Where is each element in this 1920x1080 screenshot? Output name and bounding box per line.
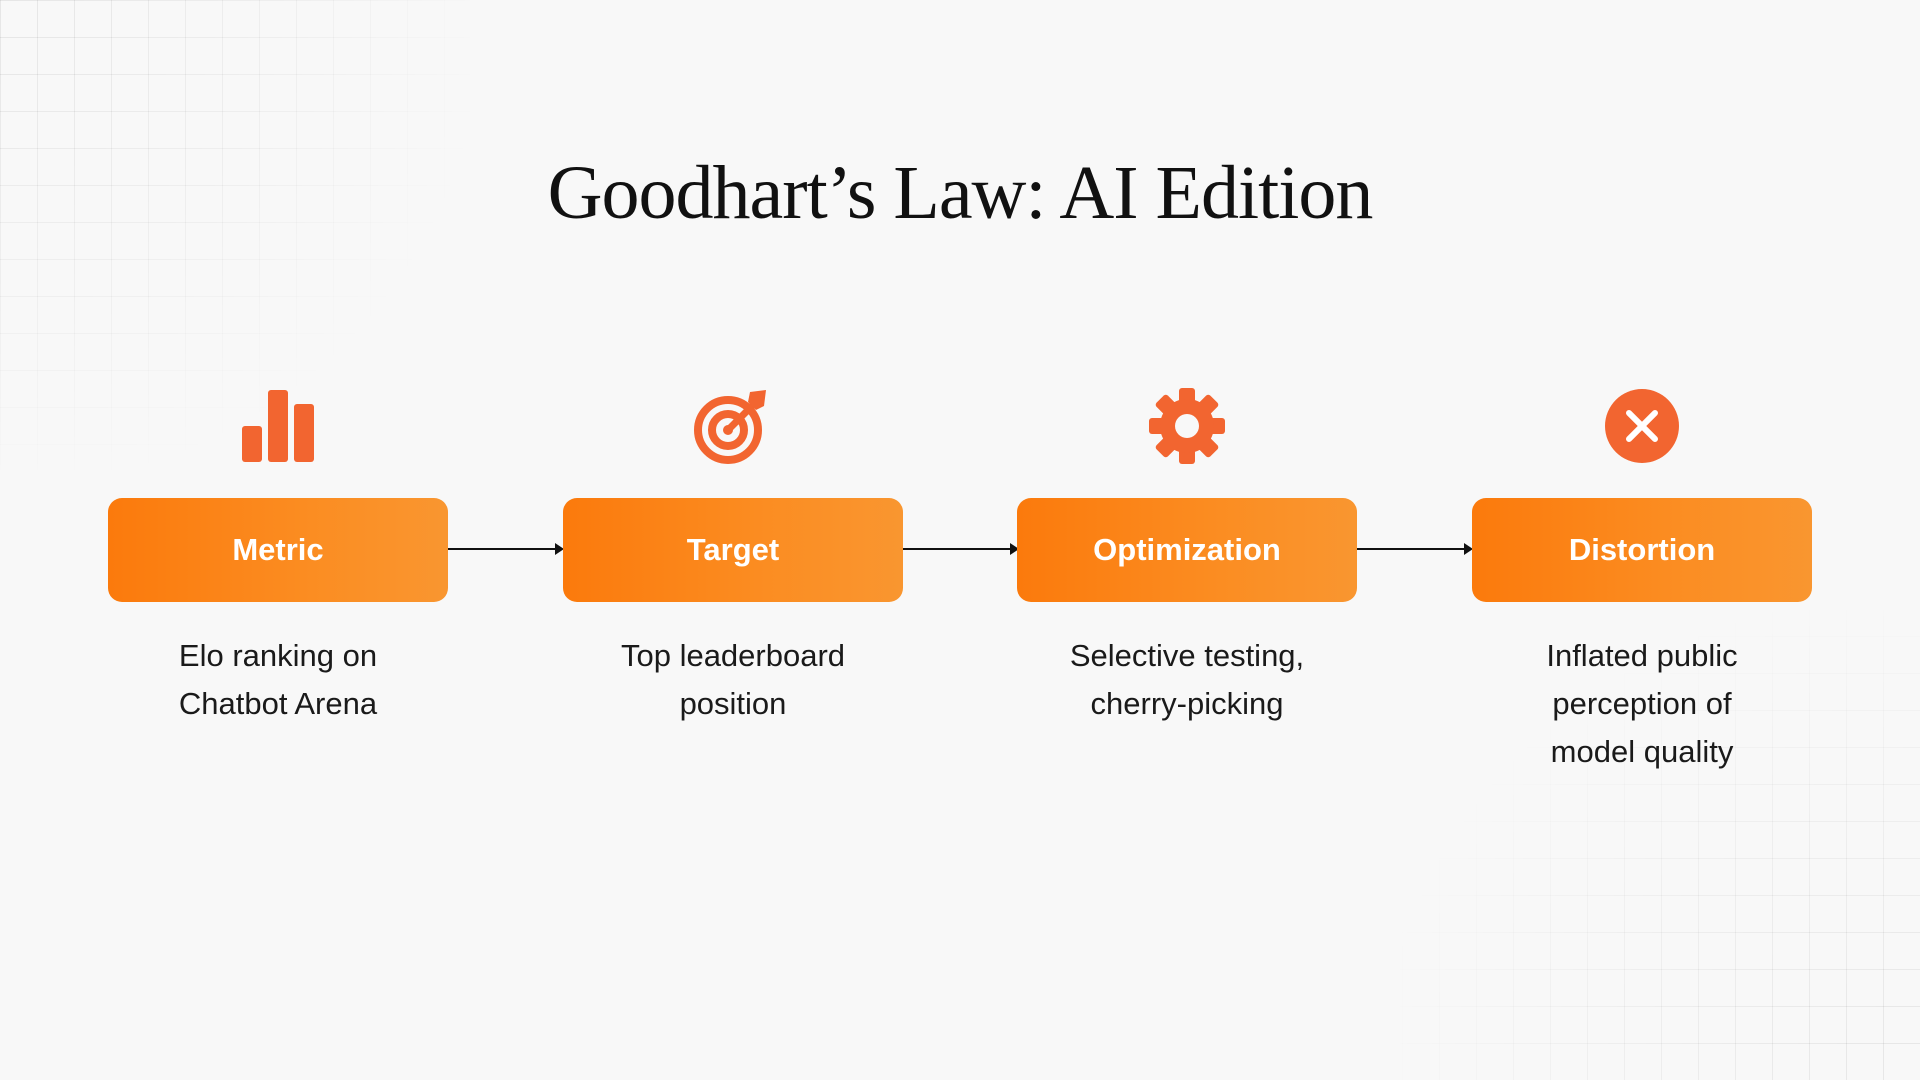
slide-title: Goodhart’s Law: AI Edition xyxy=(547,151,1374,235)
arrow-optimization-to-distortion xyxy=(1357,543,1473,555)
step-distortion-label: Distortion xyxy=(1568,532,1716,567)
step-metric-description: Elo ranking on Chatbot Arena xyxy=(178,638,378,721)
arrow-target-to-optimization xyxy=(903,543,1019,555)
arrow-metric-to-target xyxy=(448,543,564,555)
step-optimization-description: Selective testing, cherry-picking xyxy=(1069,638,1305,721)
step-metric-label: Metric xyxy=(232,532,324,567)
target-icon xyxy=(692,386,772,466)
step-distortion: Distortion xyxy=(1472,498,1812,602)
gear-icon xyxy=(1147,386,1227,466)
step-target: Target xyxy=(563,498,903,602)
bar-chart-icon xyxy=(238,386,318,466)
step-target-description: Top leaderboard position xyxy=(620,638,846,721)
step-metric: Metric xyxy=(108,498,448,602)
step-optimization: Optimization xyxy=(1017,498,1357,602)
step-distortion-description: Inflated public perception of model qual… xyxy=(1546,638,1738,769)
step-target-label: Target xyxy=(686,532,780,567)
step-optimization-label: Optimization xyxy=(1093,532,1281,567)
close-circle-icon xyxy=(1602,386,1682,466)
